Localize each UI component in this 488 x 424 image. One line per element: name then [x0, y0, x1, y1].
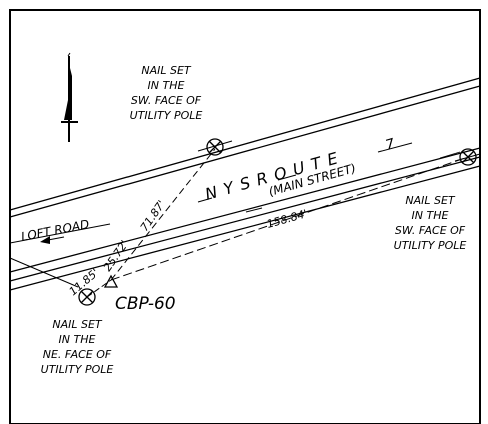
utility-pole-icon [78, 288, 96, 306]
leader-line [439, 151, 461, 159]
loft-road [9, 223, 111, 288]
note-nail-right: NAIL SET IN THE SW. FACE OF UTILITY POLE [394, 194, 467, 252]
svg-text:NAIL SET: NAIL SET [405, 194, 456, 207]
svg-text:UTILITY POLE: UTILITY POLE [41, 363, 114, 376]
note-nail-bottom: NAIL SET IN THE NE. FACE OF UTILITY POLE [41, 318, 114, 376]
svg-text:SW. FACE OF: SW. FACE OF [395, 224, 466, 237]
svg-text:NAIL SET: NAIL SET [141, 64, 192, 77]
svg-text:NE. FACE OF: NE. FACE OF [43, 348, 112, 361]
dist-tie-top: 71.87' [138, 198, 168, 234]
side-road-name: LOFT ROAD [20, 217, 90, 244]
svg-text:UTILITY POLE: UTILITY POLE [130, 109, 203, 122]
route-centerline [197, 142, 413, 213]
north-arrow-icon [61, 52, 78, 142]
utility-pole-icon [454, 148, 481, 166]
svg-text:NAIL SET: NAIL SET [52, 318, 103, 331]
svg-text:IN THE: IN THE [412, 209, 449, 222]
utility-pole-icon [197, 138, 233, 156]
svg-text:UTILITY POLE: UTILITY POLE [394, 239, 467, 252]
survey-triangle-icon [103, 274, 119, 288]
distance-main: 158.84' [265, 207, 308, 231]
route-7-road [9, 77, 481, 291]
svg-text:IN THE: IN THE [148, 79, 185, 92]
survey-tie-lines [86, 148, 469, 298]
svg-text:SW. FACE OF: SW. FACE OF [131, 94, 202, 107]
sheet-border [9, 9, 481, 424]
note-nail-top: NAIL SET IN THE SW. FACE OF UTILITY POLE [130, 64, 203, 122]
route-number: 7 [384, 136, 397, 154]
svg-text:IN THE: IN THE [59, 333, 96, 346]
control-point-label: CBP-60 [115, 294, 176, 314]
